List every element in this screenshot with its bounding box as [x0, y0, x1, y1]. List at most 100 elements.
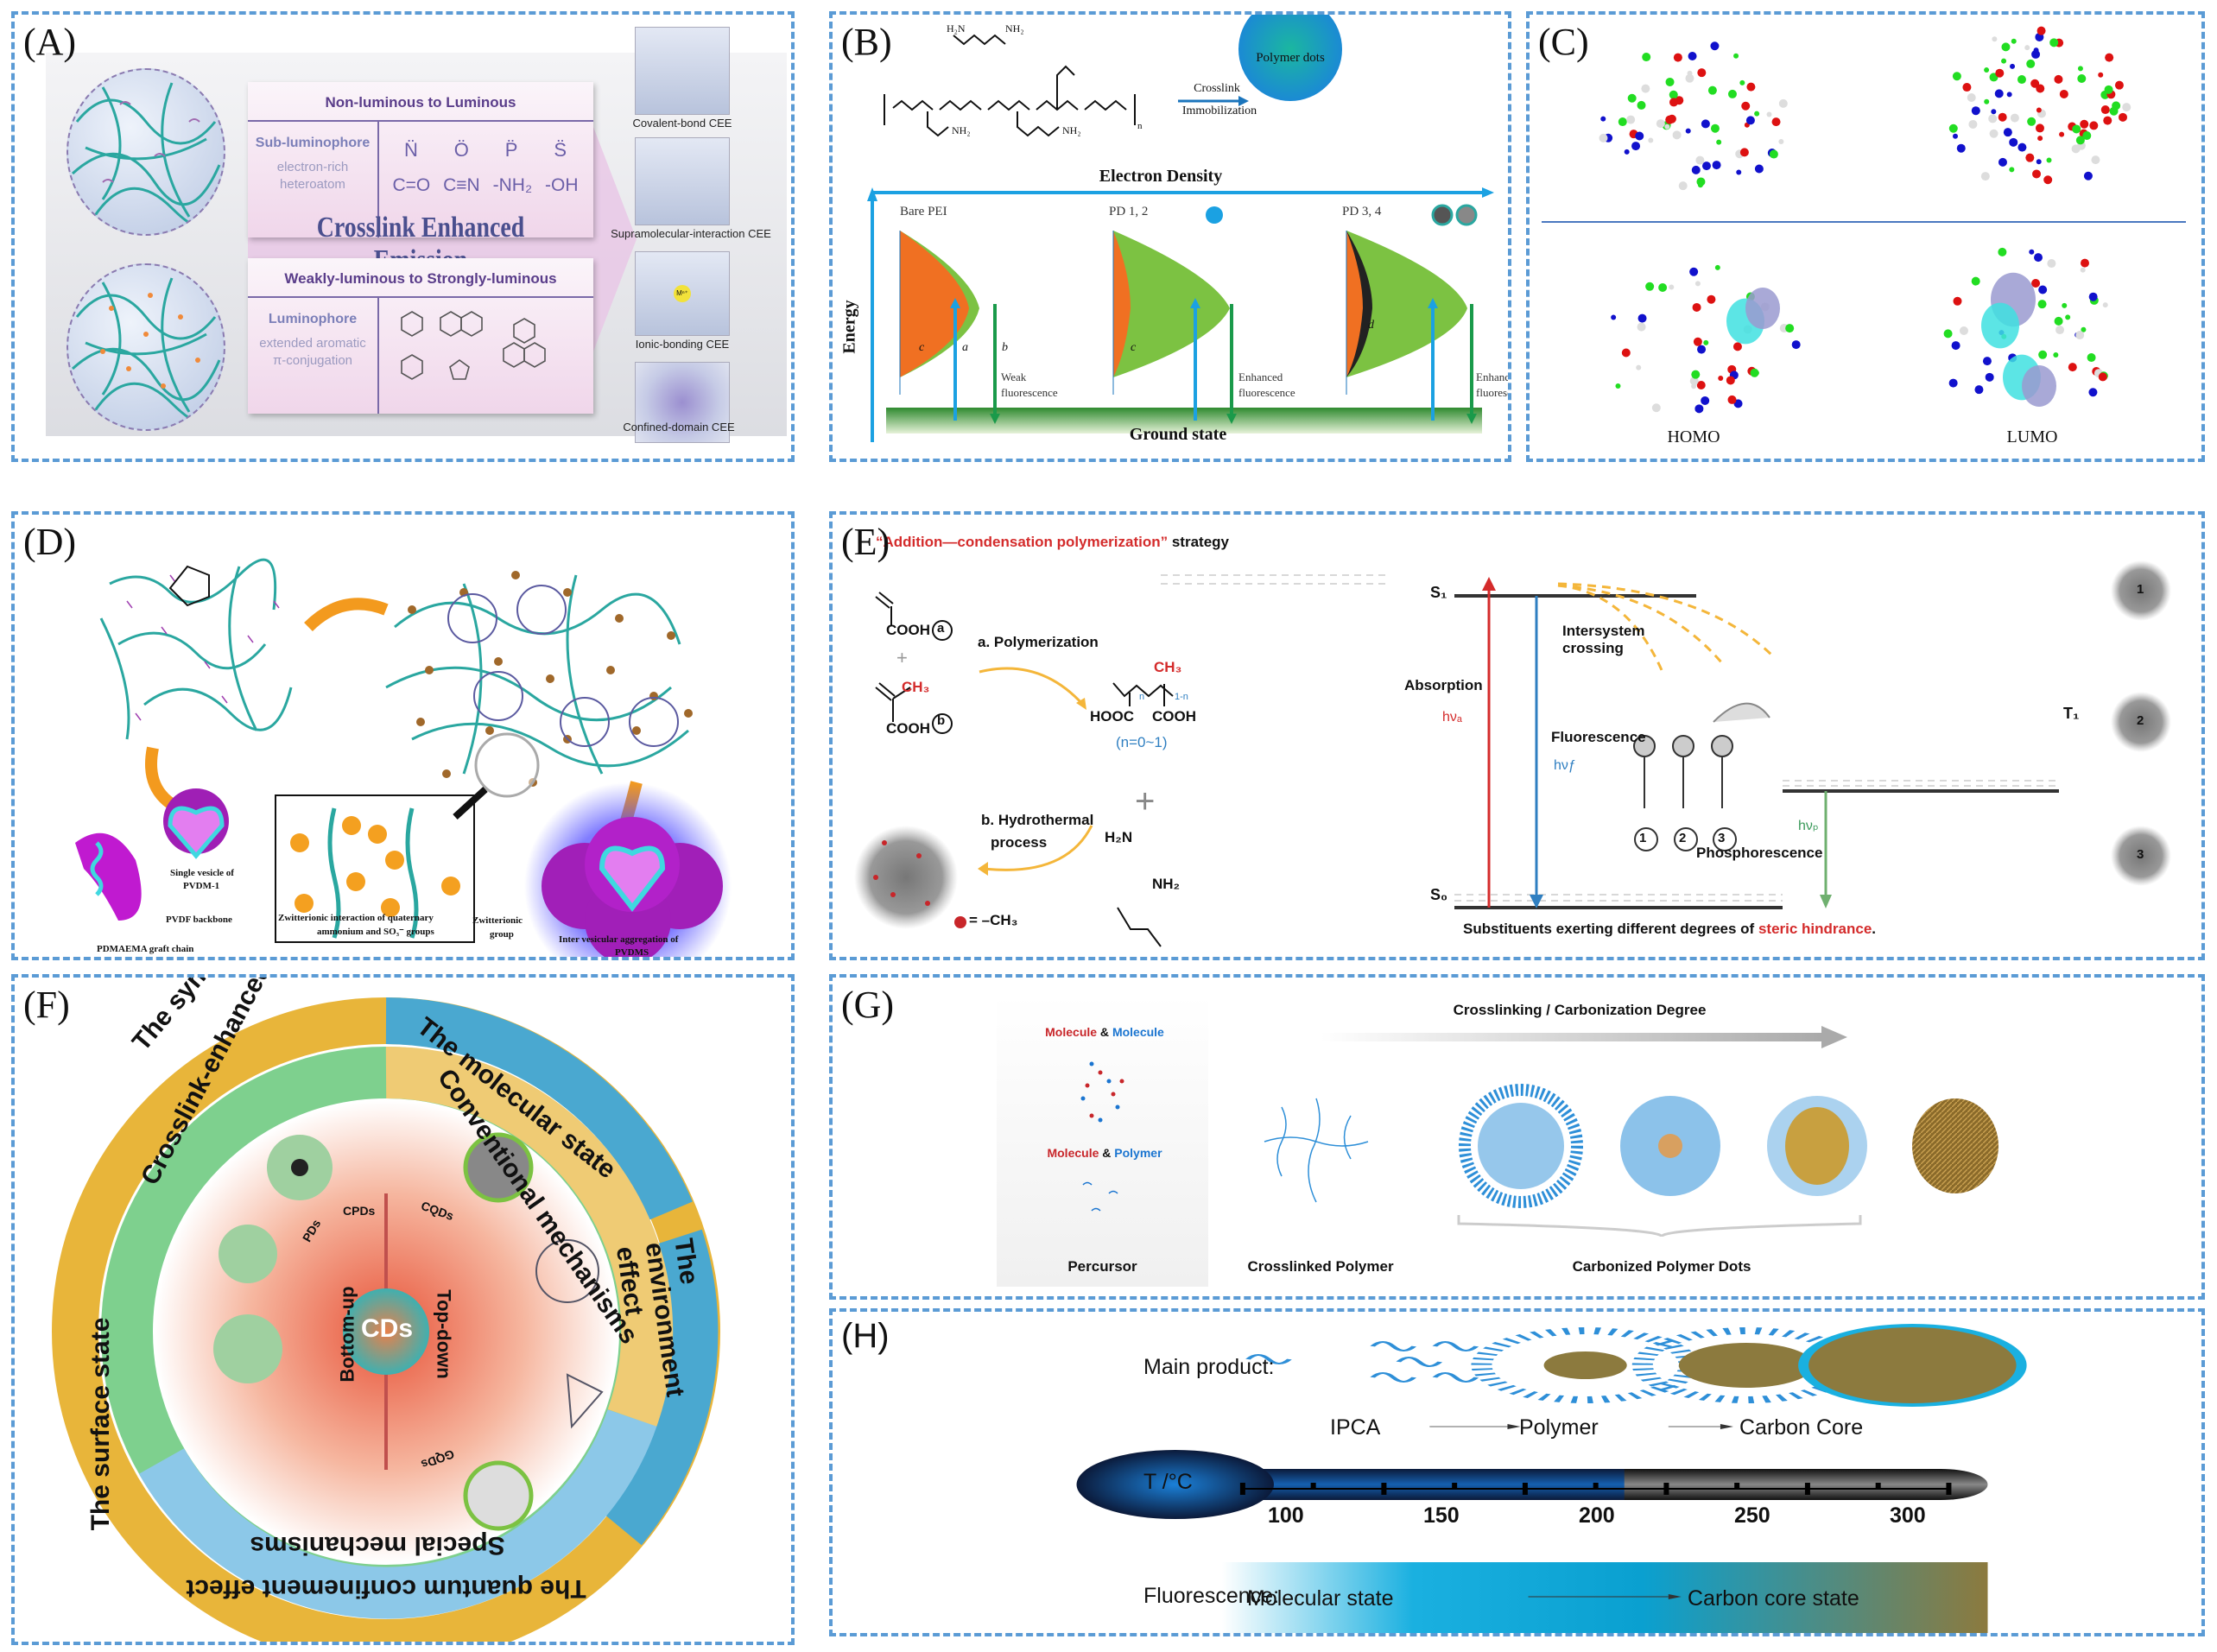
e-sub-n: n — [1139, 692, 1145, 702]
group-cn: C≡N — [443, 175, 480, 195]
f-outer-surface: The surface state — [86, 1317, 115, 1531]
e-step-b2: process — [991, 834, 1048, 851]
e-hooc: HOOC — [1090, 708, 1134, 725]
b-group2-note2: fluorescence — [1238, 386, 1295, 399]
atom-sphere — [1995, 68, 2005, 78]
atom-sphere — [2034, 253, 2043, 263]
atom-sphere — [1642, 53, 1651, 62]
atom-sphere — [1956, 143, 1966, 153]
g-crosslinked-label: Crosslinked Polymer — [1247, 1258, 1394, 1275]
e-fluorescence: Fluorescence — [1551, 729, 1646, 745]
atom-sphere — [2054, 74, 2063, 84]
g-mm-amp: & — [1097, 1025, 1112, 1039]
atom-sphere — [1710, 41, 1720, 51]
atom-sphere — [1714, 264, 1720, 270]
box1-left-desc1: electron-rich — [276, 160, 349, 174]
d-graft-label: PDMAEMA graft chain — [97, 944, 194, 954]
box2-vdivider — [377, 298, 379, 414]
g-mm-blue: Molecule — [1112, 1025, 1164, 1039]
atom-sphere — [2088, 388, 2098, 397]
b-group2-note1: Enhanced — [1238, 370, 1283, 383]
box-weakly-luminous: Weakly-luminous to Strongly-luminous Lum… — [248, 258, 593, 414]
atom-sphere — [1637, 322, 1646, 332]
atom-sphere — [1736, 169, 1742, 175]
box2-left-title: Luminophore — [268, 312, 358, 326]
atom-sphere — [2037, 300, 2047, 309]
atom-sphere — [1701, 396, 1710, 405]
atom-sphere — [2037, 136, 2043, 142]
panel-a-label: (A) — [23, 21, 77, 63]
b-letter-c2: c — [1131, 341, 1137, 354]
h-main-product: Main product: — [1143, 1355, 1275, 1379]
b-y-axis-label: Energy — [839, 300, 859, 354]
atom-sphere — [2075, 136, 2085, 145]
atom-sphere — [1689, 267, 1699, 276]
b-group3-note1: Enhanced — [1476, 370, 1510, 383]
atom-o: Ö — [453, 139, 469, 161]
atom-sphere — [2103, 116, 2112, 125]
e-polymer-ch3: CH₃ — [1154, 659, 1182, 675]
atom-sphere — [2009, 167, 2015, 173]
atom-sphere — [2038, 350, 2048, 359]
box-nonluminous: Non-luminous to Luminous Sub-luminophore… — [248, 82, 593, 237]
atom-sphere — [2001, 42, 2011, 52]
panel-b-label: (B) — [841, 21, 892, 63]
atom-sphere — [2036, 107, 2042, 113]
e-dot-num-3: 3 — [2137, 847, 2144, 862]
atom-sphere — [1627, 93, 1637, 103]
atom-sphere — [1785, 324, 1795, 333]
atom-sphere — [2100, 105, 2110, 115]
e-mark-a: a — [937, 621, 945, 636]
e-ch3-b: CH₃ — [902, 679, 930, 695]
atom-sphere — [1943, 329, 1953, 339]
atom-sphere — [1733, 53, 1739, 59]
atom-sphere — [2027, 117, 2036, 126]
atom-sphere — [2105, 53, 2114, 62]
e-step-b1: b. Hydrothermal — [981, 812, 1094, 828]
atom-sphere — [1600, 116, 1606, 122]
atom-sphere — [1694, 281, 1701, 287]
g-carbonized-label: Carbonized Polymer Dots — [1572, 1258, 1751, 1275]
panel-c-label: (C) — [1538, 21, 1589, 63]
atom-sphere — [1664, 123, 1670, 130]
atom-sphere — [1621, 348, 1631, 358]
atom-p: P̈ — [504, 139, 518, 161]
panel-c: (C) HOMO LUMO — [1526, 11, 2205, 462]
polymer-sphere-bottom — [67, 263, 225, 431]
polymer-chains-icon — [71, 82, 221, 230]
atom-sphere — [1952, 72, 1961, 81]
homo-label: HOMO — [1667, 427, 1720, 446]
atom-sphere — [1645, 282, 1655, 291]
f-center-cds: CDs — [360, 1314, 413, 1343]
e-dot-num-1: 1 — [2137, 582, 2144, 597]
atom-sphere — [2068, 363, 2077, 372]
atom-sphere — [1985, 372, 1994, 382]
h-tick-300: 300 — [1890, 1503, 1926, 1528]
atom-sphere — [2036, 84, 2045, 93]
lumo-label: LUMO — [2006, 427, 2058, 446]
atom-sphere — [2080, 258, 2089, 268]
atom-sphere — [1766, 111, 1772, 117]
g-mp-label: Molecule & Polymer — [1014, 1146, 1195, 1160]
h-tick-150: 150 — [1423, 1503, 1460, 1528]
e-mark-b: b — [937, 713, 946, 728]
b-group3-title: PD 3, 4 — [1342, 205, 1382, 218]
e-caption-end: . — [1872, 921, 1877, 937]
b-struct-nh2-c: NH₂ — [1062, 124, 1081, 136]
cee-confined-image — [635, 362, 730, 443]
atom-s: S̈ — [554, 139, 567, 161]
e-absorption: Absorption — [1404, 677, 1483, 693]
d-zwit-1: Zwitterionic interaction of quaternary — [278, 913, 434, 923]
atom-sphere — [1989, 129, 1998, 138]
panel-f: (F) The synergistic effect The molecular… — [11, 974, 795, 1645]
atom-sphere — [1971, 276, 1980, 286]
atom-sphere — [1948, 123, 1958, 133]
atom-sphere — [1678, 181, 1688, 191]
atom-sphere — [2049, 38, 2059, 47]
b-group1-title: Bare PEI — [900, 205, 947, 218]
box1-left-desc2: heteroatom — [280, 177, 345, 192]
atom-sphere — [1984, 98, 1990, 104]
atom-sphere — [1992, 36, 1998, 42]
f-inner-topdown: Top-down — [433, 1289, 455, 1379]
e-caption-red: steric hindrance — [1758, 921, 1872, 937]
